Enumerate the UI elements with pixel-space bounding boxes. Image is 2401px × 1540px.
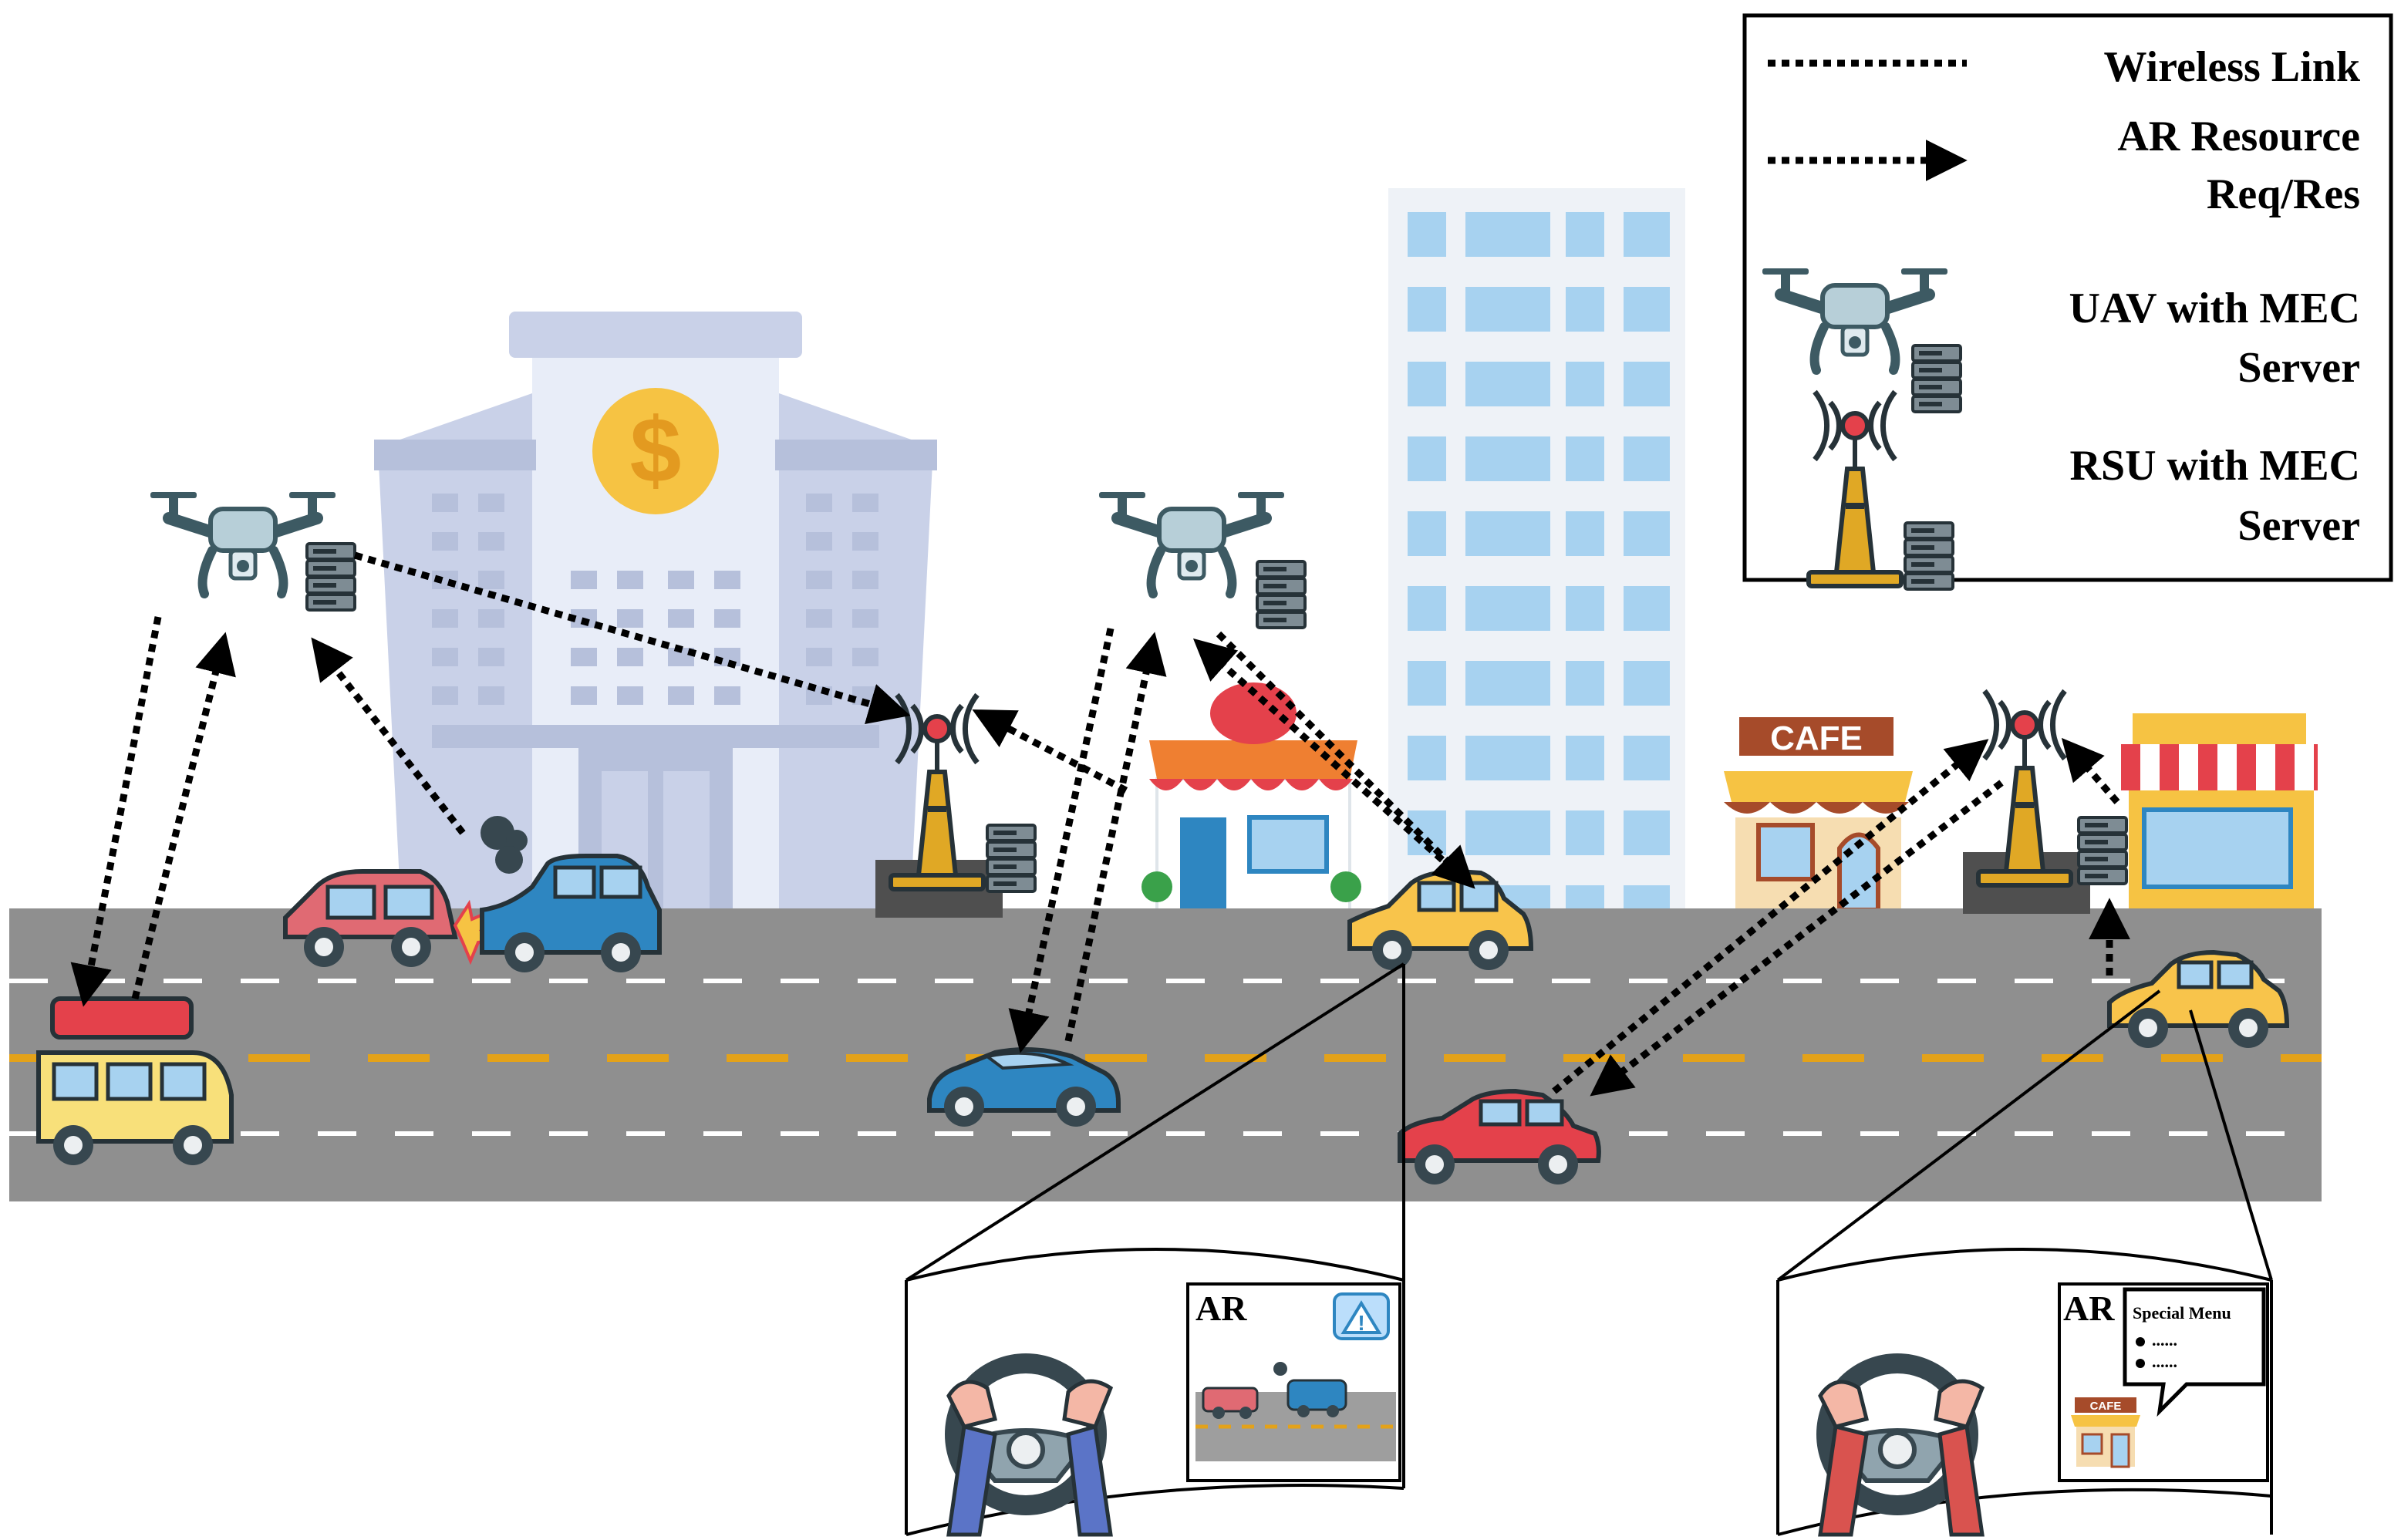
ar-label-right: AR [2063,1289,2115,1328]
tower-window [1566,212,1604,257]
tower-window [1408,511,1446,556]
tower-window [1624,362,1670,406]
tower-window [1566,436,1604,481]
tower-window [1408,436,1446,481]
speech-bubble [2123,1287,2266,1417]
tower-window [1566,362,1604,406]
legend-rsu-server-icon [1904,521,1954,591]
dollar-sign: $ [630,399,682,502]
tower-window [1624,661,1670,706]
link-shop-to-rsu-right [2061,737,2120,804]
tower-window [1566,736,1604,780]
tower-window [1465,586,1550,631]
tower-window [1408,212,1446,257]
tower-window [1566,586,1604,631]
bank-building: $ [374,312,937,913]
driver-hands-right [1818,1379,1985,1537]
tower-window [1408,362,1446,406]
tower-window [1566,810,1604,855]
bubble-title: Special Menu [2133,1303,2231,1323]
mini-cafe-sign: CAFE [2090,1400,2122,1413]
tower-window [1408,661,1446,706]
tower-window [1465,436,1550,481]
legend-uav-label-1: UAV with MEC [2069,285,2360,332]
yellow-car-right [2107,949,2290,1048]
legend-rsu-label-2: Server [2237,502,2360,550]
link-uav-center-to-yellow-car [1216,631,1475,889]
legend-uav-server-icon [1911,344,1962,413]
ar-callout-right: AR Special Menu ...... ...... CAFE [1776,989,2273,1537]
tower-window [1624,736,1670,780]
ar-label-left: AR [1195,1289,1247,1328]
tower-window [1566,511,1604,556]
link-to-rsu-left [972,709,1128,794]
legend-uav-label-2: Server [2237,344,2360,392]
restaurant-building [1141,682,1361,912]
tower-window [1624,586,1670,631]
tower-window [1465,511,1550,556]
tower-window [1624,511,1670,556]
red-car [1398,1088,1601,1184]
bubble-item-1: ...... [2152,1330,2177,1350]
uav-center-server [1256,560,1307,629]
link-red-car-to-rsu-right [1552,739,1989,1094]
legend-ar-label-2: Req/Res [2207,170,2360,218]
tower-window [1408,736,1446,780]
legend-ar-label-1: AR Resource [2117,113,2360,160]
tower-window [1624,212,1670,257]
tower-window [1465,212,1550,257]
link-rsu-right-to-red-car [1590,780,2004,1097]
rsu-left-server [986,824,1037,893]
tower-window [1624,810,1670,855]
link-van-to-uav-left [131,632,236,1000]
tower-window [1465,810,1550,855]
ar-mini-crash-scene [1202,1362,1347,1419]
bubble-item-2: ...... [2152,1352,2177,1371]
driver-hands-left [946,1379,1114,1537]
tower-window [1624,287,1670,332]
alert-icon: ! [1333,1292,1390,1340]
communication-links [70,551,2130,1097]
uav-left-server [305,542,356,612]
rsu-right-server [2077,816,2128,885]
shop-building [2121,713,2318,910]
mini-cafe-icon: CAFE [2071,1397,2140,1468]
tower-window [1408,586,1446,631]
tower-window [1465,362,1550,406]
tower-window [1465,736,1550,780]
link-yellow-car-to-uav-center [1192,638,1445,863]
tower-window [1465,287,1550,332]
van-left [36,996,234,1165]
legend: Wireless Link AR Resource Req/Res UAV wi… [1742,13,2393,591]
tower-window [1408,287,1446,332]
crashed-blue-car [480,854,662,972]
svg-text:!: ! [1357,1311,1364,1335]
blue-sports-car [927,1047,1121,1127]
ar-callout-left: AR ! [905,962,1405,1537]
link-uav-left-to-rsu-left [353,551,911,724]
tower-window [1566,287,1604,332]
tower-window [1624,436,1670,481]
office-tower [1388,188,1685,930]
tower-window [1566,661,1604,706]
legend-rsu-label-1: RSU with MEC [2070,442,2360,490]
legend-wireless-label: Wireless Link [2104,43,2361,91]
link-uav-center-to-sports-car [1008,628,1115,1053]
crashed-red-suv [283,869,458,967]
tower-window [1465,661,1550,706]
road [9,908,2322,1201]
cafe-sign: CAFE [1770,719,1863,757]
link-uav-left-to-van [70,616,162,1007]
link-crash-to-uav-left [311,637,466,835]
